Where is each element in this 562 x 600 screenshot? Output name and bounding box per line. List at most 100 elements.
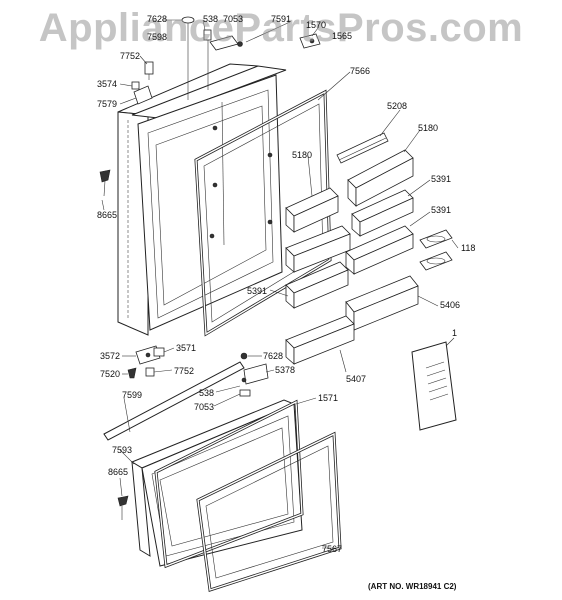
liner-screw: [267, 219, 273, 225]
leader-line: [417, 295, 439, 307]
owners-manual: [411, 341, 457, 431]
handle-screw-shank: [103, 180, 106, 197]
manual-text-line: [427, 377, 447, 385]
freezer-door-liner-gasket-highlight: [155, 400, 303, 567]
leader-line: [445, 337, 455, 347]
leader-line: [119, 83, 133, 87]
leader-line: [215, 385, 241, 393]
manual-text-line: [429, 393, 449, 401]
leader-line: [339, 349, 347, 373]
bin-front: [293, 323, 355, 365]
callout-label: 7053: [223, 14, 244, 24]
callout-label: 7628: [263, 351, 284, 361]
hinge-bracket: [209, 35, 239, 51]
leader-line: [119, 449, 135, 465]
callout-label: 7566: [350, 66, 371, 76]
callout-label: 5406: [440, 300, 461, 310]
bin-front: [353, 233, 414, 275]
bin-front: [359, 197, 414, 237]
mid-hinge-hardware: [127, 345, 269, 397]
hinge-plate-screw: [309, 38, 315, 44]
upper-door-panel-top: [131, 65, 287, 119]
leader-line: [451, 239, 459, 249]
leader-line: [163, 347, 175, 353]
shelf-rail-edge: [338, 137, 387, 161]
callout-label: 7752: [120, 51, 141, 61]
manual-text-line: [426, 369, 446, 377]
shelf-rail: [336, 132, 389, 164]
freezer-door-assembly: [130, 399, 303, 567]
callout-label: 7520: [100, 369, 121, 379]
mid-hinge-washer: [145, 367, 155, 377]
upper-stop-hardware: [99, 61, 154, 197]
tray-well: [426, 257, 446, 265]
liner-screw: [209, 233, 215, 239]
leader-line: [295, 397, 317, 405]
freezer-door-panel: [141, 403, 303, 567]
hinge-cap: [181, 16, 195, 24]
leader-line: [407, 179, 431, 197]
upper-door-liner-recess: [147, 89, 274, 319]
leader-line: [245, 21, 291, 43]
callout-label: 5180: [418, 123, 439, 133]
leader-line: [317, 71, 351, 101]
mid-hinge-screw: [145, 352, 151, 358]
liner-screw: [212, 125, 218, 131]
callout-label: 5391: [431, 174, 452, 184]
leader-line: [213, 393, 241, 407]
callout-label: 5391: [431, 205, 452, 215]
callout-label: 5391: [247, 286, 268, 296]
callout-label: 8665: [108, 467, 129, 477]
mid-hinge-pin: [127, 367, 137, 379]
freezer-door-outer-side: [131, 461, 151, 557]
hinge-bushing: [203, 29, 212, 41]
upper-hinge-hardware: [181, 16, 321, 100]
mid-hinge-screw-small: [241, 377, 247, 383]
bin-front: [293, 269, 349, 309]
liner-screw: [212, 182, 218, 188]
door-stop-screw: [144, 61, 154, 75]
bin-front: [355, 157, 414, 207]
tray: [419, 229, 453, 249]
leader-line: [202, 19, 206, 31]
callout-label: 7567: [322, 544, 343, 554]
bin-front: [293, 195, 339, 233]
leader-line: [269, 289, 289, 297]
callout-label: 538: [203, 14, 219, 24]
callout-label: 7053: [194, 402, 215, 412]
freezer-handle-screw-head: [117, 495, 129, 507]
freezer-door-liner-recess: [159, 427, 289, 547]
upper-door-inner-liner: [137, 74, 283, 331]
callout-label: 7599: [122, 390, 143, 400]
leader-line: [139, 55, 148, 65]
mid-hinge-screw: [240, 352, 248, 360]
manual-text-line: [425, 361, 445, 369]
callout-label: 7628: [147, 14, 168, 24]
liner-screw: [267, 152, 273, 158]
upper-door-liner-inner-recess: [155, 105, 267, 306]
upper-door-liner-divider: [221, 101, 225, 246]
callout-label: 3572: [100, 351, 121, 361]
callout-label: 7579: [97, 99, 118, 109]
callout-label: 3574: [97, 79, 118, 89]
upper-door-shelves: [285, 132, 419, 365]
leader-line: [379, 109, 401, 137]
callout-label: 5180: [292, 150, 313, 160]
callout-label: 1571: [318, 393, 339, 403]
callout-label: 7752: [174, 366, 195, 376]
leader-lines: [101, 19, 459, 549]
trays-118: [419, 229, 453, 271]
leader-line: [123, 397, 131, 433]
leader-line: [101, 199, 105, 211]
hinge-spacer: [133, 85, 153, 105]
leader-line: [119, 477, 123, 497]
callout-label: 1565: [332, 31, 353, 41]
tray-well: [426, 235, 446, 243]
callout-label: 118: [461, 243, 476, 253]
upper-door-gasket-highlight: [195, 90, 331, 336]
mid-hinge-block: [153, 347, 165, 357]
leader-line: [307, 155, 313, 197]
art-number: (ART NO. WR18941 C2): [368, 582, 457, 591]
